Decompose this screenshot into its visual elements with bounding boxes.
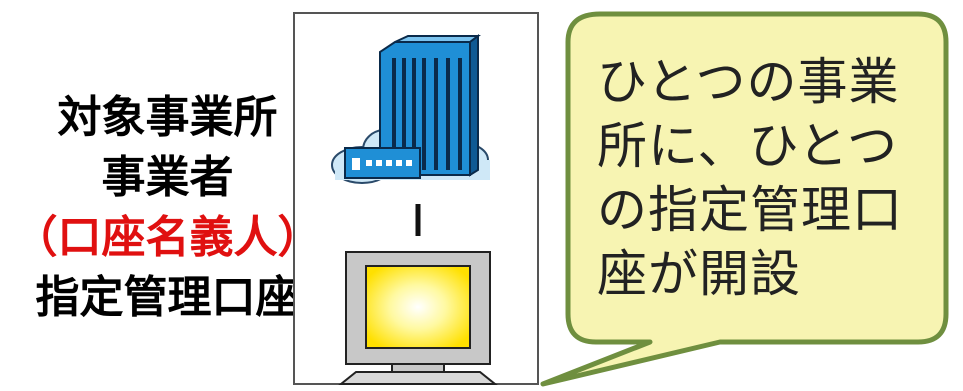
callout-line-4: 座が開設 [597, 245, 801, 303]
entity-labels: 対象事業所 事業者 （口座名義人） 指定管理口座 [0, 88, 335, 328]
label-account-holder: （口座名義人） [13, 212, 322, 263]
label-designated-account: 指定管理口座 [35, 272, 300, 323]
label-operator: 事業者 [101, 152, 234, 203]
label-target-office: 対象事業所 [57, 92, 278, 143]
office-building-icon [331, 34, 490, 184]
callout-line-1: ひとつの事業 [597, 53, 900, 111]
callout-line-2: 所に、ひとつ [597, 117, 898, 175]
callout-line-3: の指定管理口 [597, 181, 903, 239]
callout-text: ひとつの事業 所に、ひとつ の指定管理口 座が開設 [597, 50, 937, 306]
computer-monitor-icon [338, 251, 498, 385]
